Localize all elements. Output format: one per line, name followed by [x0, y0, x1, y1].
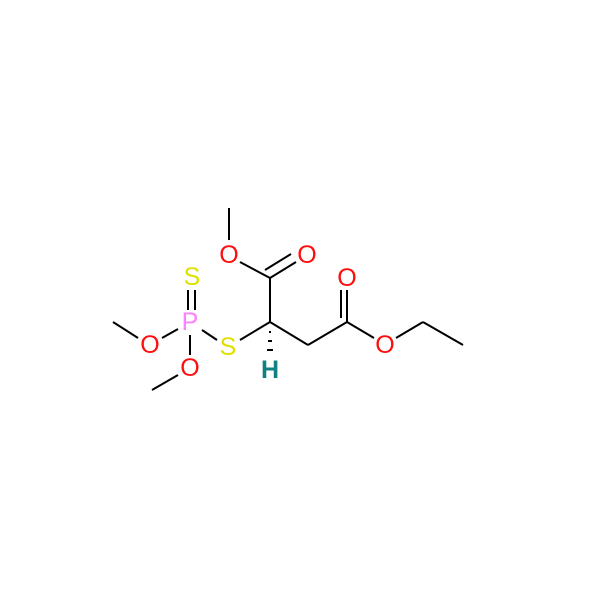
bond-c1-o-double-a — [269, 261, 297, 279]
bond-c2-o — [346, 321, 375, 339]
atom-o-methoxy-top: O — [219, 241, 238, 269]
atom-p: P — [182, 308, 199, 336]
atom-s-thioether: S — [220, 333, 237, 361]
atom-o-carbonyl-1: O — [297, 241, 316, 269]
atom-o-p-left: O — [140, 331, 159, 359]
atom-o-carbonyl-2: O — [337, 264, 356, 292]
bond-ch2-ch3 — [422, 321, 464, 346]
bond-c1-o-double-b — [264, 253, 292, 271]
atom-h-stereo: H — [261, 356, 279, 384]
hashed-bond-h — [267, 331, 273, 351]
bond-calpha-ch2 — [269, 321, 309, 346]
bond-o-ch2 — [395, 321, 424, 339]
atom-o-p-bottom: O — [180, 354, 199, 382]
bond-p-o-left — [161, 328, 179, 339]
bond-o-ch3-left — [112, 321, 139, 339]
bond-o-c1 — [239, 261, 271, 279]
atom-s-thione: S — [184, 263, 201, 291]
atom-o-ester-ethyl: O — [375, 331, 394, 359]
bonds — [112, 208, 464, 391]
bond-s-p — [201, 329, 218, 341]
atom-labels: O O O O S S P O O H — [140, 241, 394, 384]
bond-ch2-c2 — [307, 321, 348, 346]
bond-o-ch3-bottom — [151, 374, 179, 391]
bond-calpha-s — [239, 321, 271, 341]
